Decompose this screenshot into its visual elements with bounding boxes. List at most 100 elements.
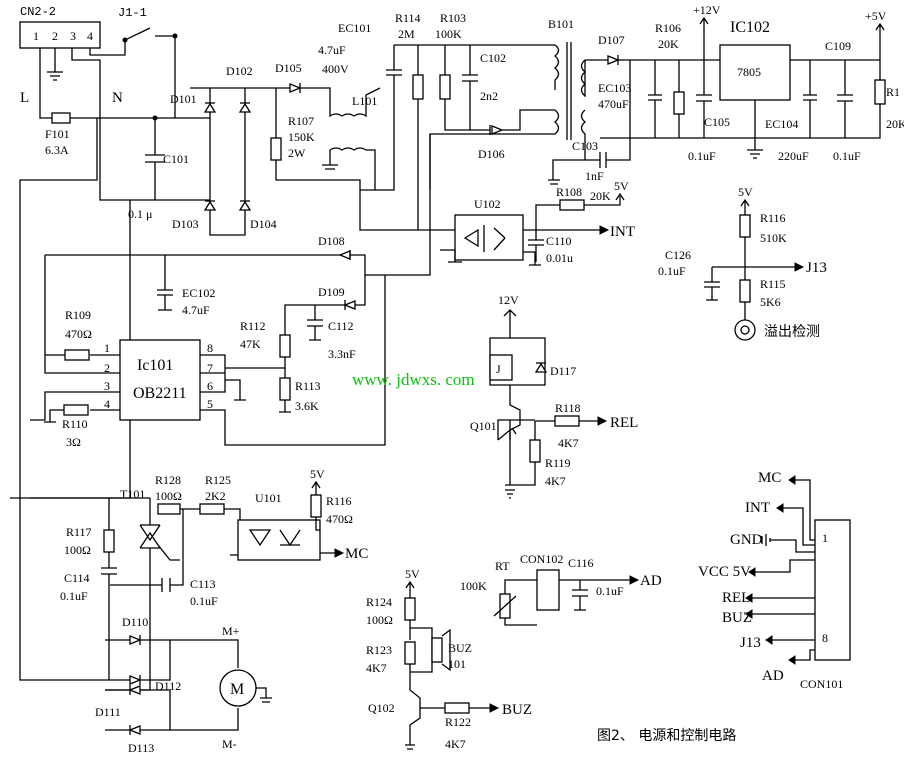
c110-label: C110 [546,234,572,248]
r125-resistor [199,503,225,515]
c105-label: C105 [704,115,730,129]
c101-label: C101 [163,152,189,166]
mc-output-label: MC [345,546,368,562]
r122-resistor [444,702,470,714]
q102-label: Q102 [368,701,395,715]
rail-5v-buzzer: 5V [405,567,420,581]
ic101-label: Ic101 [137,357,173,374]
r1x-value: 20K [886,117,904,131]
r118-value: 4K7 [558,436,579,450]
ec103-label: EC103 [598,81,631,95]
r125-label: R125 [205,473,231,487]
rail-5v-opto: 5V [614,179,629,193]
con101-signal-gnd: GND [730,532,763,548]
r124-resistor [404,597,416,621]
ic101-pin-7: 7 [207,361,213,375]
r107-resistor [270,137,282,161]
r119-resistor [529,439,541,463]
c101-value: 0.1 μ [128,207,152,221]
cn2-label: CN2-2 [20,5,56,19]
d111-label: D111 [95,705,121,719]
d110-label: D110 [122,615,148,629]
r107-label: R107 [288,114,314,128]
buzzer-value: 101 [448,657,466,671]
motor-label: M [230,681,244,698]
con102-label: CON102 [520,552,563,566]
d107-label: D107 [598,33,625,47]
ec102-label: EC102 [182,286,215,300]
con101-signal-rel: REL [722,590,750,606]
r124-value: 100Ω [366,613,393,627]
f101-label: F101 [45,127,70,141]
ic101-part: OB2211 [133,385,187,402]
j1-label: J1-1 [118,6,147,20]
rail-5v-u101: 5V [310,467,325,481]
r125-value: 2K2 [205,489,226,503]
r113-label: R113 [295,379,321,393]
r107-value1: 150K [288,130,315,144]
con101-pin-8: 8 [822,631,828,645]
d113-diode [128,725,141,735]
d102-label: D102 [226,64,253,78]
r106-label: R106 [655,21,681,35]
b101-label: B101 [548,17,574,31]
r112-resistor [279,334,291,358]
r110-resistor [63,404,89,416]
ec101-value2: 400V [322,62,349,76]
r112-label: R112 [240,319,266,333]
con101-signal-j13: J13 [740,635,761,651]
cn2-pin-4: 4 [87,29,93,43]
r103-value: 100K [435,27,462,41]
rail-12v-label: +12V [693,3,721,17]
d113-label: D113 [128,741,154,755]
u101-label: U101 [255,491,282,505]
d104-label: D104 [250,217,277,231]
r117-label: R117 [66,525,92,539]
r123-resistor [404,641,416,665]
r109-value: 470Ω [65,327,92,341]
buzzer-label: BUZ [448,641,472,655]
relay-coil [489,354,513,381]
buzzer [431,637,443,663]
cn2-pin-2: 2 [52,29,58,43]
r124-label: R124 [366,595,392,609]
c103-label: C103 [572,139,598,153]
int-output-label: INT [610,224,635,240]
ec101-value1: 4.7uF [318,43,346,57]
con101-signal-mc: MC [758,470,781,486]
d108-label: D108 [318,234,345,248]
c116-value: 0.1uF [596,584,624,598]
r119-label: R119 [545,456,571,470]
ic102-part: 7805 [737,65,761,79]
con101-signal-vcc: VCC 5V [698,564,751,580]
r115-resistor [739,279,751,303]
rt-label: RT [495,559,510,573]
t101-label: T101 [120,487,145,501]
c109-value: 0.1uF [833,149,861,163]
rel-output-label: REL [610,415,638,431]
r118-label: R118 [555,401,581,415]
r123-label: R123 [366,643,392,657]
ad-output-label: AD [640,573,662,589]
rail-5v-label: +5V [865,9,887,23]
u101-optotriac [237,519,321,561]
d103-label: D103 [172,217,199,231]
r115-label: R115 [760,277,786,291]
d106-diode [491,125,504,135]
ic102-label: IC102 [730,19,770,36]
r109-resistor [64,349,90,361]
r123-value: 4K7 [366,661,387,675]
cn2-pin-3: 3 [70,29,76,43]
d105-label: D105 [275,61,302,75]
ic101-pin-1: 1 [104,341,110,355]
d105-diode [289,83,302,93]
d112-label: D112 [155,679,181,693]
motor-plus-label: M+ [222,624,240,638]
buz-output-label: BUZ [502,702,532,718]
d112-diode [129,675,142,685]
r119-value: 4K7 [545,474,566,488]
f101-value: 6.3A [45,143,69,157]
d117-label: D117 [550,364,576,378]
con101-connector [814,519,851,661]
